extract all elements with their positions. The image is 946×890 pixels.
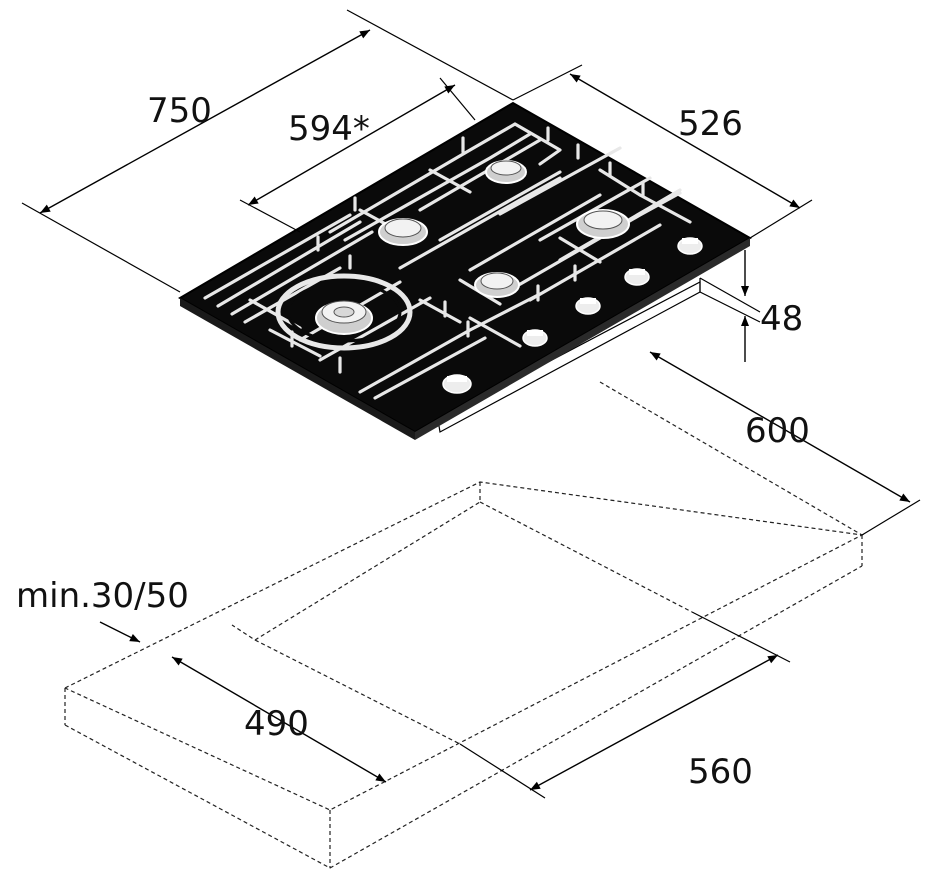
- dim-label-750: 750: [147, 91, 212, 131]
- dim-label-600: 600: [745, 411, 810, 451]
- burner-rear-left: [378, 218, 428, 246]
- burner-rear-right: [576, 209, 630, 239]
- control-knob: [624, 268, 650, 286]
- control-knob: [522, 329, 548, 347]
- control-knob: [442, 374, 472, 394]
- dim-label-min-clearance: min.30/50: [16, 576, 189, 616]
- burner-rear-center: [485, 160, 527, 184]
- control-knob: [575, 297, 601, 315]
- dim-label-560: 560: [688, 752, 753, 792]
- worktop-cutout: [64, 381, 864, 869]
- dim-label-594: 594*: [288, 109, 370, 149]
- gas-hob: [178, 101, 753, 440]
- control-knobs: [442, 237, 703, 394]
- dim-label-490: 490: [244, 704, 309, 744]
- dimension-lines: [21, 9, 921, 799]
- wok-burner-ring: [275, 273, 413, 351]
- burner-wok: [315, 300, 373, 335]
- control-knob: [677, 237, 703, 255]
- dim-label-526: 526: [678, 104, 743, 144]
- pan-support-grates: [203, 122, 692, 400]
- burner-front-center: [474, 272, 520, 298]
- dim-label-48: 48: [760, 299, 803, 339]
